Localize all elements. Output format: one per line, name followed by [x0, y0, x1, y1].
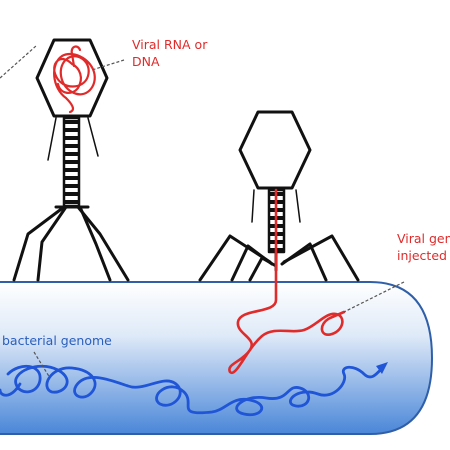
- dna-arrow-head: [376, 362, 388, 374]
- viral-genome-injected: [228, 188, 346, 375]
- bacteriophage-left: [12, 38, 130, 282]
- label-viral-rna-dna: Viral RNA or DNA: [132, 37, 211, 69]
- leader-line-left-edge: [0, 45, 37, 79]
- label-viral-genome-injected: Viral geno injected i: [397, 231, 450, 263]
- viral-genome-coiled: [53, 45, 96, 114]
- leader-line-bacterial-genome: [33, 351, 51, 379]
- tail-fiber: [282, 234, 360, 282]
- whisker: [295, 189, 301, 223]
- capsid-head: [35, 38, 109, 118]
- leader-lines: [0, 45, 405, 379]
- bacterial-genome-dna: [0, 364, 386, 417]
- whisker: [251, 189, 255, 223]
- capsid-head-empty: [238, 110, 312, 190]
- tail-fiber: [36, 205, 68, 282]
- tail-sheath: [62, 116, 81, 208]
- tail-fiber: [12, 205, 66, 282]
- whisker: [47, 117, 57, 161]
- leader-line-genome-capsid: [91, 59, 125, 71]
- tail-fiber: [280, 242, 328, 282]
- leader-line-genome-injected: [343, 281, 405, 313]
- label-bacterial-genome: bacterial genome: [2, 333, 112, 348]
- tail-fiber: [248, 256, 278, 282]
- whisker: [87, 117, 99, 157]
- bacteriophage-right: [198, 110, 360, 282]
- tail-fiber: [78, 205, 112, 282]
